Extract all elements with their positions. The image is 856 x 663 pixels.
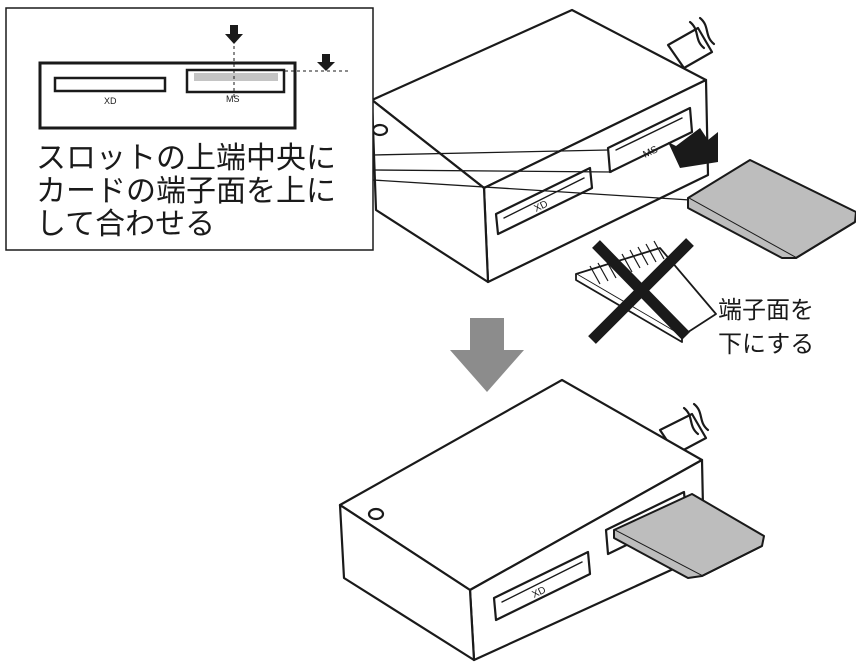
reader-bottom-xd-label: XD xyxy=(530,585,547,601)
instruction-line-3: して合わせる xyxy=(36,207,215,242)
center-arrow-icon xyxy=(225,25,243,44)
wrong-card-note-line-2: 下にする xyxy=(718,330,814,358)
reader-bottom-led xyxy=(367,507,385,521)
top-edge-arrow-icon xyxy=(317,54,335,71)
step-down-arrow xyxy=(450,318,524,392)
reader-side-face xyxy=(370,98,490,284)
instruction-line-1: スロットの上端中央に xyxy=(36,141,336,176)
reader-top-xd-slot xyxy=(494,166,594,236)
callout-xd-label: XD xyxy=(104,96,117,106)
instruction-line-2: カードの端子面を上に xyxy=(36,174,336,209)
callout-ms-label: MS xyxy=(226,94,240,104)
card-contacts xyxy=(589,240,665,285)
wrong-cross-icon xyxy=(588,238,694,344)
callout-xd-slot xyxy=(53,76,167,93)
reader-top-xd-label: XD xyxy=(532,199,549,215)
reader-bottom-side-face xyxy=(338,503,476,662)
insert-arrow xyxy=(668,128,718,168)
reader-top-led xyxy=(371,123,389,137)
callout-leader-lines xyxy=(372,149,691,201)
callout-box: XD MS スロットの上端中央に カードの端子面を上に して合わせる xyxy=(5,7,374,251)
wrong-card-note-line-1: 端子面を xyxy=(718,296,814,324)
ms-card-top xyxy=(687,159,856,259)
usb-cable-top xyxy=(666,26,714,70)
callout-ms-highlight xyxy=(194,73,278,81)
reader-bottom-xd-slot xyxy=(492,550,592,622)
card-reader-top xyxy=(370,8,716,284)
ms-card-inserted xyxy=(613,493,765,579)
